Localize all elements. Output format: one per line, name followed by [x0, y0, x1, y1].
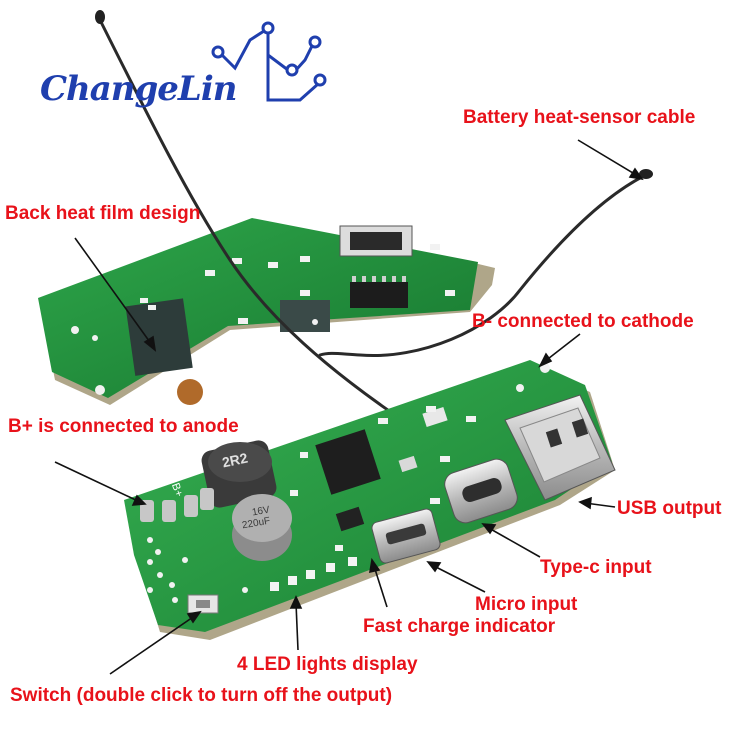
logo-circuit-icon: [211, 21, 327, 102]
label-typec-input: Type-c input: [540, 557, 652, 578]
heat-film-pad: [125, 298, 193, 376]
brand-logo: ChangeLin: [40, 69, 237, 109]
label-b-minus: B- connected to cathode: [472, 311, 694, 332]
label-back-heat-film: Back heat film design: [5, 203, 201, 224]
back-board: [38, 218, 495, 405]
label-battery-sensor: Battery heat-sensor cable: [463, 107, 696, 128]
sensor-cable-right: [318, 176, 642, 358]
fast-charge-led: [348, 557, 357, 566]
led-lights: [270, 557, 357, 591]
label-switch: Switch (double click to turn off the out…: [10, 685, 393, 706]
sensor-cable-left: [98, 18, 397, 417]
led-4: [326, 563, 335, 572]
led-2: [288, 576, 297, 585]
label-led-display: 4 LED lights display: [237, 654, 418, 675]
main-ic-chip: [315, 429, 381, 495]
heat-film-pad-2: [280, 300, 330, 332]
front-board-surface: [124, 360, 612, 632]
sensor-bulb-top: [95, 10, 105, 24]
label-fast-charge: Fast charge indicator: [363, 616, 556, 637]
led-1: [270, 582, 279, 591]
sensor-bulb-right: [639, 169, 653, 179]
label-b-plus: B+ is connected to anode: [8, 416, 239, 437]
annotation-arrows: [54, 139, 644, 675]
label-micro-input: Micro input: [475, 594, 578, 615]
label-usb-output: USB output: [617, 498, 722, 519]
led-3: [306, 570, 315, 579]
back-capacitor-base: [177, 379, 203, 405]
back-ic-chip: [350, 282, 408, 308]
b-plus-pads: [140, 488, 214, 522]
front-board: [124, 360, 616, 640]
sensor-cables: [98, 18, 642, 417]
capacitor-top: [232, 494, 292, 542]
